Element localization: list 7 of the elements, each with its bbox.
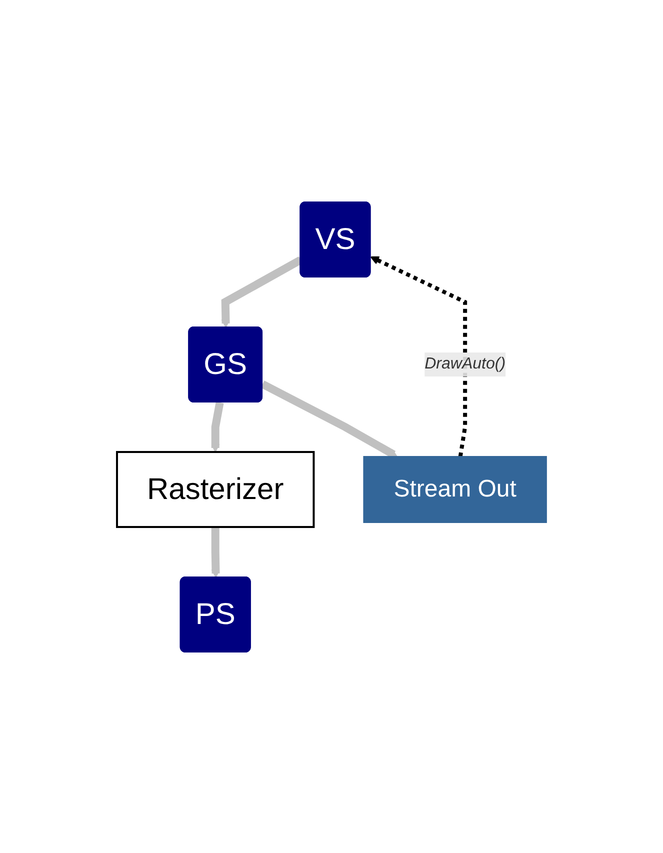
node-box: Rasterizer bbox=[116, 450, 314, 528]
edge-label: DrawAuto() bbox=[424, 355, 506, 372]
arrow bbox=[211, 526, 220, 578]
arrow bbox=[260, 380, 398, 458]
arrow bbox=[210, 401, 224, 452]
arrow bbox=[370, 256, 467, 456]
node-box: Stream Out bbox=[362, 456, 547, 522]
